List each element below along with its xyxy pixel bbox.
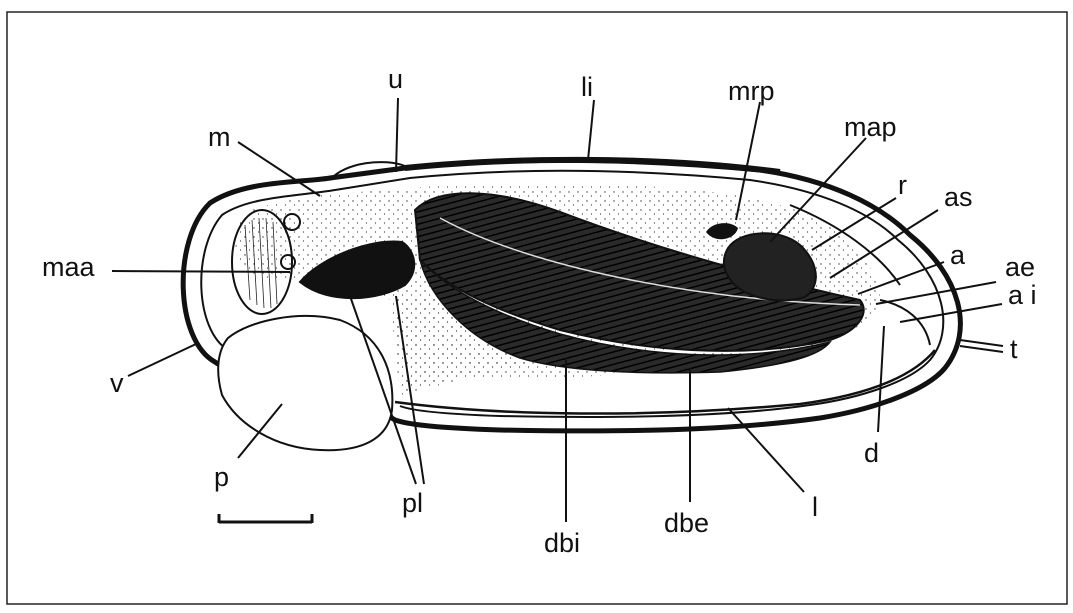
label-a: a (950, 240, 966, 270)
label-map: map (844, 112, 897, 142)
label-maa: maa (42, 252, 96, 282)
label-l: l (812, 492, 818, 522)
foot (218, 316, 392, 450)
label-as: as (944, 182, 973, 212)
label-ai: a i (1008, 280, 1037, 310)
label-d: d (864, 438, 879, 468)
label-t: t (1010, 334, 1018, 364)
label-pl: pl (402, 488, 423, 518)
scale-bar (219, 514, 312, 523)
label-ae: ae (1005, 252, 1035, 282)
label-dbi: dbi (544, 528, 580, 558)
label-v: v (110, 368, 124, 398)
label-mrp: mrp (728, 76, 775, 106)
label-r: r (898, 170, 907, 200)
label-li: li (581, 72, 593, 102)
label-u: u (388, 64, 403, 94)
label-m: m (208, 122, 231, 152)
label-dbe: dbe (664, 508, 709, 538)
label-p: p (214, 462, 229, 492)
